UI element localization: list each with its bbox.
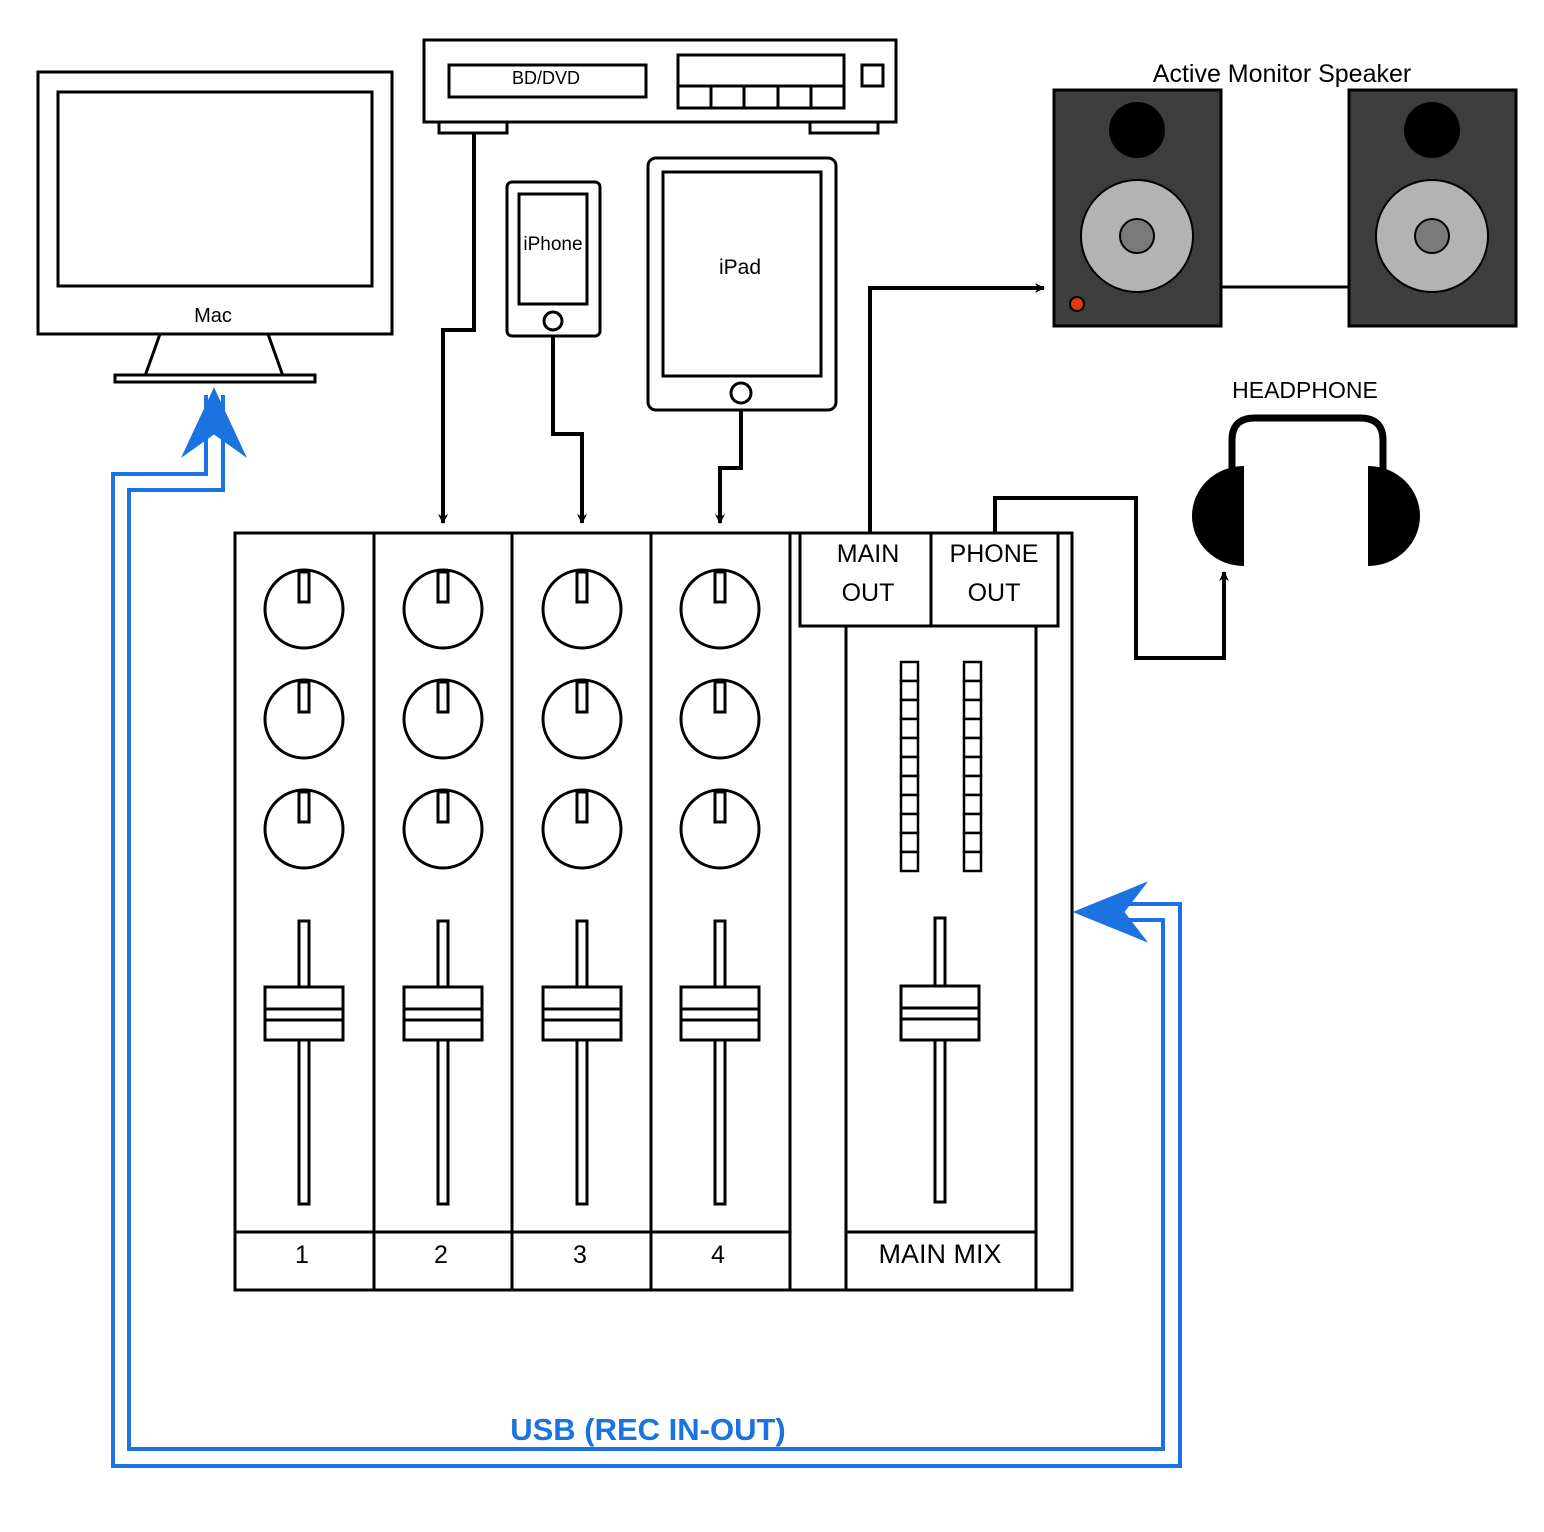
cable-mainout-to-speaker bbox=[868, 283, 1045, 533]
bd-dvd-player bbox=[422, 38, 898, 135]
channel-number-label: 4 bbox=[711, 1241, 725, 1269]
cable-phoneout-to-headphone bbox=[993, 496, 1229, 660]
knob[interactable] bbox=[402, 568, 484, 650]
main-out-label-line2: OUT bbox=[842, 579, 895, 607]
cable-iphone-to-ch3 bbox=[551, 336, 587, 524]
level-meter-right bbox=[962, 660, 983, 873]
channel-number-label: 3 bbox=[573, 1241, 587, 1269]
cable-ipad-to-ch4 bbox=[715, 410, 743, 524]
ipad-label: iPad bbox=[719, 256, 761, 279]
knob[interactable] bbox=[402, 678, 484, 760]
knob[interactable] bbox=[263, 678, 345, 760]
knob[interactable] bbox=[263, 788, 345, 870]
channel-fader[interactable] bbox=[541, 919, 623, 1206]
iphone-label: iPhone bbox=[523, 234, 582, 255]
knob[interactable] bbox=[679, 788, 761, 870]
mac-label: Mac bbox=[194, 305, 232, 327]
mixer-body bbox=[233, 531, 1074, 1292]
level-meters bbox=[899, 660, 983, 873]
speaker-label: Active Monitor Speaker bbox=[1153, 60, 1411, 88]
mac-monitor bbox=[36, 70, 394, 384]
cable-bddvd-to-ch2 bbox=[438, 133, 476, 524]
main-out-label-line1: MAIN bbox=[837, 540, 900, 568]
speaker-right bbox=[1347, 88, 1518, 328]
channel-strip-4: 4 bbox=[679, 568, 761, 1269]
channel-strip-3: 3 bbox=[541, 568, 623, 1269]
knob[interactable] bbox=[541, 788, 623, 870]
knob[interactable] bbox=[541, 568, 623, 650]
channel-strips: 1 2 3 4 bbox=[263, 568, 761, 1269]
channel-fader[interactable] bbox=[263, 919, 345, 1206]
audio-cables bbox=[438, 133, 1229, 660]
channel-number-label: 2 bbox=[434, 1241, 448, 1269]
phone-out-label-line2: OUT bbox=[968, 579, 1021, 607]
main-mix-fader[interactable] bbox=[899, 916, 981, 1204]
speaker-left bbox=[1052, 88, 1223, 328]
channel-strip-2: 2 bbox=[402, 568, 484, 1269]
iphone-device bbox=[505, 180, 602, 338]
channel-fader[interactable] bbox=[679, 919, 761, 1206]
knob[interactable] bbox=[541, 678, 623, 760]
knob[interactable] bbox=[679, 568, 761, 650]
phone-out-label-line1: PHONE bbox=[950, 540, 1039, 568]
main-mix-label: MAIN MIX bbox=[878, 1239, 1001, 1269]
power-led-icon bbox=[1069, 296, 1085, 312]
usb-cable bbox=[111, 387, 1182, 1468]
ipad-device bbox=[646, 156, 838, 412]
headphone-label: HEADPHONE bbox=[1232, 377, 1378, 403]
bd-dvd-label: BD/DVD bbox=[512, 68, 580, 88]
knob[interactable] bbox=[263, 568, 345, 650]
channel-fader[interactable] bbox=[402, 919, 484, 1206]
level-meter-left bbox=[899, 660, 920, 873]
knob[interactable] bbox=[402, 788, 484, 870]
channel-number-label: 1 bbox=[295, 1241, 309, 1269]
usb-label: USB (REC IN-OUT) bbox=[510, 1412, 786, 1447]
knob[interactable] bbox=[679, 678, 761, 760]
channel-strip-1: 1 bbox=[263, 568, 345, 1269]
headphone-icon bbox=[1192, 414, 1420, 566]
